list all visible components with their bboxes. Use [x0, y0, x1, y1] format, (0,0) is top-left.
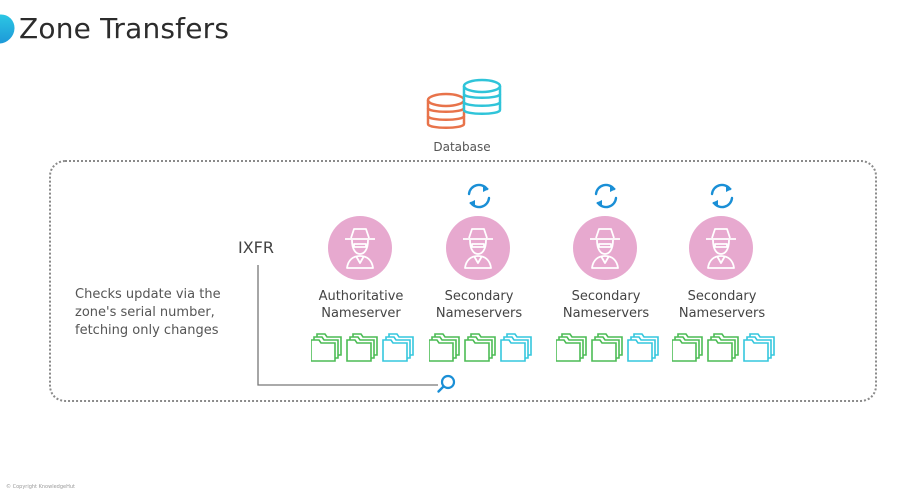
folder-icon — [382, 333, 414, 362]
slide-title: Zone Transfers — [19, 12, 230, 45]
hacker-avatar-icon — [446, 216, 510, 280]
folder-icon — [311, 333, 342, 362]
folder-icon — [346, 333, 378, 362]
server-label-line: Secondary — [444, 289, 514, 304]
hacker-avatar-icon — [689, 216, 753, 280]
zone-file-folders — [556, 333, 659, 362]
description-line: fetching only changes — [75, 323, 219, 338]
zone-file-folders — [672, 333, 775, 362]
database-icon — [426, 78, 502, 129]
folder-icon — [591, 333, 623, 362]
database-label: Database — [433, 140, 491, 154]
zone-file-folders — [429, 333, 532, 362]
server-label: Secondary Nameservers — [536, 288, 676, 322]
folder-icon — [556, 333, 587, 362]
hacker-avatar-icon — [573, 216, 637, 280]
server-label-line: Nameservers — [562, 306, 650, 321]
folder-icon — [707, 333, 739, 362]
folder-icon — [672, 333, 703, 362]
zone-file-folders — [311, 333, 414, 362]
folder-icon — [743, 333, 775, 362]
server-label-line: Nameservers — [678, 306, 766, 321]
folder-icon — [429, 333, 460, 362]
server-label-line: Nameserver — [321, 306, 401, 321]
hacker-avatar-icon — [328, 216, 392, 280]
sync-icon — [710, 183, 734, 209]
server-label-line: Secondary — [687, 289, 757, 304]
server-label: Authoritative Nameserver — [291, 288, 431, 322]
ixfr-description: Checks update via the zone's serial numb… — [75, 286, 240, 340]
server-label-line: Secondary — [571, 289, 641, 304]
server-label: Secondary Nameservers — [409, 288, 549, 322]
sync-icon — [467, 183, 491, 209]
sync-icon — [594, 183, 618, 209]
copyright-footer: © Copyright KnowledgeHut — [6, 484, 75, 490]
description-line: Checks update via the — [75, 287, 221, 302]
folder-icon — [464, 333, 496, 362]
folder-icon — [500, 333, 532, 362]
title-accent-shape — [0, 8, 21, 50]
ixfr-label: IXFR — [238, 238, 274, 257]
folder-icon — [627, 333, 659, 362]
zone-container — [49, 160, 877, 402]
server-label-line: Nameservers — [435, 306, 523, 321]
server-label-line: Authoritative — [318, 289, 404, 304]
server-label: Secondary Nameservers — [652, 288, 792, 322]
description-line: zone's serial number, — [75, 305, 215, 320]
